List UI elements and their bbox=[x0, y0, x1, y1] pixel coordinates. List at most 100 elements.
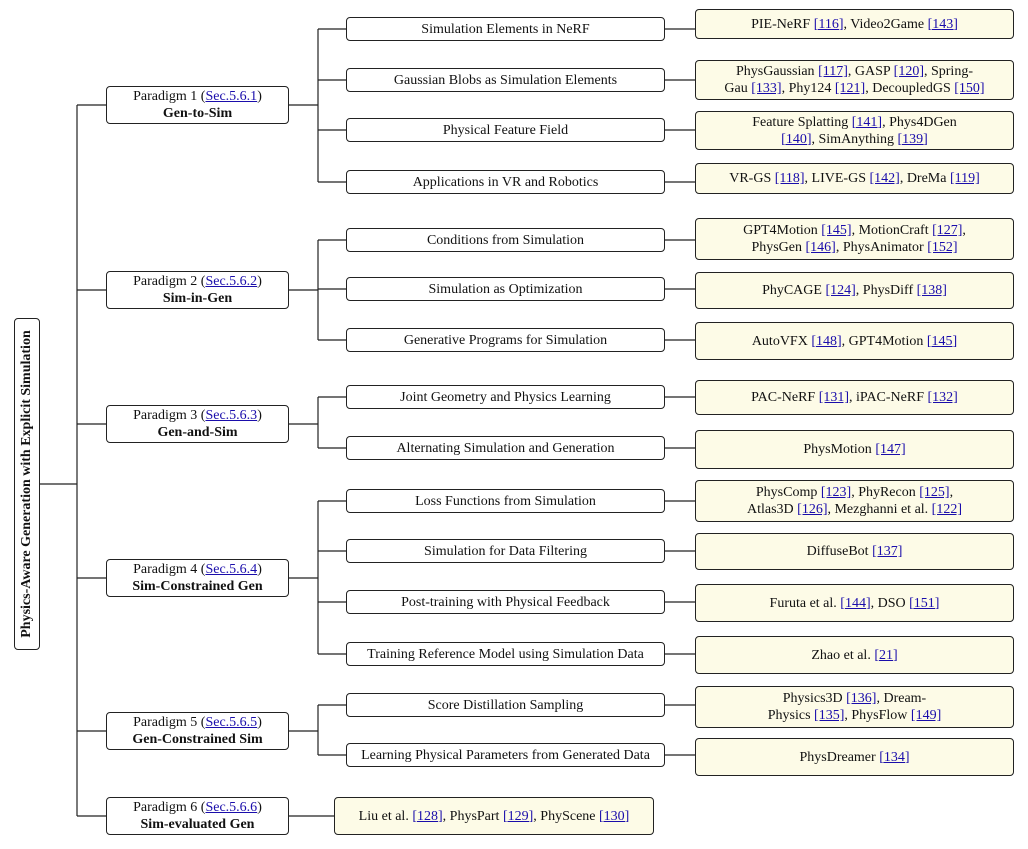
citation-node: Zhao et al. [21] bbox=[695, 636, 1014, 674]
citation-link[interactable]: [21] bbox=[874, 647, 898, 663]
paradigm-node: Paradigm 3 (Sec.5.6.3)Gen-and-Sim bbox=[106, 405, 289, 443]
citation-text: DiffuseBot [137] bbox=[807, 543, 903, 560]
category-node: Joint Geometry and Physics Learning bbox=[346, 385, 665, 409]
citation-label: , Phys4DGen bbox=[882, 114, 957, 130]
citation-link[interactable]: [117] bbox=[818, 64, 848, 79]
citation-link[interactable]: [123] bbox=[820, 485, 852, 500]
citation-link[interactable]: [136] bbox=[846, 691, 877, 706]
citation-label: , PhyScene bbox=[533, 808, 599, 824]
category-label: Simulation as Optimization bbox=[428, 281, 583, 297]
section-link[interactable]: Sec.5.6.1 bbox=[205, 89, 258, 104]
category-node: Physical Feature Field bbox=[346, 118, 665, 142]
citation-label: AutoVFX bbox=[751, 333, 812, 349]
citation-link[interactable]: [126] bbox=[797, 502, 828, 517]
citation-link[interactable]: [151] bbox=[909, 595, 940, 611]
paradigm-label: Paradigm 3 bbox=[133, 408, 198, 423]
citation-link[interactable]: [141] bbox=[851, 114, 883, 130]
citation-link[interactable]: [119] bbox=[949, 171, 980, 186]
citation-link[interactable]: [121] bbox=[834, 81, 866, 96]
citation-label: Physics bbox=[767, 708, 815, 723]
citation-node: AutoVFX [148], GPT4Motion [145] bbox=[695, 322, 1014, 360]
citation-link[interactable]: [135] bbox=[814, 708, 845, 723]
section-link[interactable]: Sec.5.6.5 bbox=[205, 715, 258, 730]
citation-link[interactable]: [148] bbox=[811, 333, 842, 349]
citation-link[interactable]: [145] bbox=[821, 223, 852, 238]
citation-link[interactable]: [142] bbox=[869, 171, 900, 186]
citation-link[interactable]: [137] bbox=[872, 544, 903, 559]
citation-label: , PhysAnimator bbox=[835, 240, 928, 255]
citation-node: PIE-NeRF [116], Video2Game [143] bbox=[695, 9, 1014, 39]
section-link[interactable]: Sec.5.6.3 bbox=[205, 408, 258, 423]
citation-node: Feature Splatting [141], Phys4DGen [140],… bbox=[695, 111, 1014, 150]
category-label: Generative Programs for Simulation bbox=[403, 332, 608, 348]
root-label: Physics-Aware Generation with Explicit S… bbox=[19, 330, 34, 638]
citation-link[interactable]: [125] bbox=[919, 485, 950, 500]
citation-label: , MotionCraft bbox=[851, 223, 933, 238]
category-node: Applications in VR and Robotics bbox=[346, 170, 665, 194]
citation-link[interactable]: [127] bbox=[932, 223, 963, 238]
category-node: Simulation for Data Filtering bbox=[346, 539, 665, 563]
citation-link[interactable]: [144] bbox=[840, 595, 871, 611]
citation-text: PhysDreamer [134] bbox=[799, 749, 909, 766]
citation-node: VR-GS [118], LIVE-GS [142], DreMa [119] bbox=[695, 163, 1014, 194]
citation-label: Atlas3D bbox=[746, 502, 798, 517]
citation-label: , DSO bbox=[870, 595, 910, 611]
citation-link[interactable]: [134] bbox=[879, 749, 910, 765]
paradigm-name: Gen-Constrained Sim bbox=[132, 732, 263, 747]
citation-label: PhyCAGE bbox=[762, 283, 826, 298]
category-label: Simulation for Data Filtering bbox=[424, 543, 587, 559]
citation-link[interactable]: [145] bbox=[926, 333, 958, 349]
citation-link[interactable]: [132] bbox=[927, 390, 958, 405]
citation-link[interactable]: [149] bbox=[910, 708, 942, 723]
citation-text: PIE-NeRF [116], Video2Game [143] bbox=[751, 16, 958, 33]
citation-link[interactable]: [139] bbox=[897, 131, 928, 147]
citation-link[interactable]: [138] bbox=[916, 283, 947, 298]
citation-label: , bbox=[949, 485, 954, 500]
citation-label: , Phy124 bbox=[781, 81, 835, 96]
citation-link[interactable]: [124] bbox=[825, 283, 856, 298]
category-node: Training Reference Model using Simulatio… bbox=[346, 642, 665, 666]
citation-link[interactable]: [128] bbox=[412, 808, 443, 824]
citation-node: PhysMotion [147] bbox=[695, 430, 1014, 469]
citation-link[interactable]: [143] bbox=[927, 16, 958, 32]
citation-node: Liu et al. [128], PhysPart [129], PhySce… bbox=[334, 797, 654, 835]
paradigm-heading: Paradigm 6 (Sec.5.6.6) bbox=[133, 800, 262, 815]
paradigm-node: Paradigm 5 (Sec.5.6.5)Gen-Constrained Si… bbox=[106, 712, 289, 750]
citation-label: PAC-NeRF bbox=[751, 390, 819, 405]
category-label: Joint Geometry and Physics Learning bbox=[400, 389, 611, 405]
citation-node: Furuta et al. [144], DSO [151] bbox=[695, 584, 1014, 622]
citation-link[interactable]: [122] bbox=[931, 502, 962, 517]
citation-link[interactable]: [133] bbox=[751, 81, 782, 96]
section-link[interactable]: Sec.5.6.4 bbox=[205, 562, 258, 577]
section-link[interactable]: Sec.5.6.6 bbox=[205, 800, 258, 815]
citation-label: , iPAC-NeRF bbox=[849, 390, 928, 405]
citation-link[interactable]: [152] bbox=[927, 240, 958, 255]
citation-link[interactable]: [131] bbox=[818, 390, 850, 405]
citation-label: Physics3D bbox=[782, 691, 847, 706]
citation-link[interactable]: [150] bbox=[954, 81, 985, 96]
citation-label: , bbox=[962, 223, 966, 238]
citation-label: DiffuseBot bbox=[806, 544, 873, 559]
citation-link[interactable]: [140] bbox=[781, 131, 812, 147]
category-node: Learning Physical Parameters from Genera… bbox=[346, 743, 665, 767]
paradigm-node: Paradigm 2 (Sec.5.6.2)Sim-in-Gen bbox=[106, 271, 289, 309]
paradigm-heading: Paradigm 4 (Sec.5.6.4) bbox=[133, 562, 262, 577]
category-label: Physical Feature Field bbox=[442, 122, 569, 138]
citation-link[interactable]: [129] bbox=[502, 808, 534, 824]
citation-label: , SimAnything bbox=[811, 131, 898, 147]
category-node: Gaussian Blobs as Simulation Elements bbox=[346, 68, 665, 92]
citation-link[interactable]: [146] bbox=[805, 240, 836, 255]
section-link[interactable]: Sec.5.6.2 bbox=[205, 274, 258, 289]
citation-label: , GASP bbox=[847, 64, 894, 79]
citation-link[interactable]: [118] bbox=[774, 171, 805, 186]
citation-link[interactable]: [116] bbox=[813, 16, 844, 32]
citation-link[interactable]: [130] bbox=[599, 808, 630, 824]
citation-link[interactable]: [120] bbox=[893, 64, 924, 79]
citation-link[interactable]: [147] bbox=[875, 442, 906, 457]
citation-text: PhysGaussian [117], GASP [120], Spring-G… bbox=[724, 63, 984, 97]
paradigm-node: Paradigm 1 (Sec.5.6.1)Gen-to-Sim bbox=[106, 86, 289, 124]
citation-label: GPT4Motion bbox=[743, 223, 822, 238]
citation-label: Feature Splatting bbox=[752, 114, 852, 130]
category-node: Alternating Simulation and Generation bbox=[346, 436, 665, 460]
